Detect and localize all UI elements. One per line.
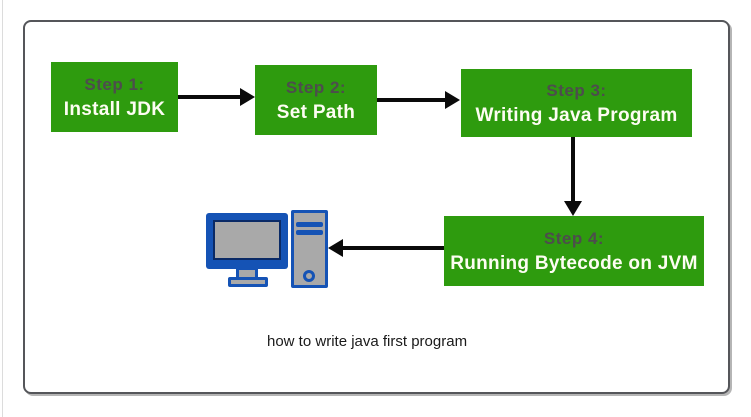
arrow-line bbox=[178, 95, 242, 99]
step-box-set-path: Step 2: Set Path bbox=[255, 65, 377, 135]
step-name-label: Writing Java Program bbox=[475, 104, 678, 126]
step-name-label: Running Bytecode on JVM bbox=[450, 252, 698, 274]
arrow-line bbox=[571, 137, 575, 202]
arrow-head-right-icon bbox=[240, 88, 255, 106]
tower-vent-icon bbox=[296, 230, 323, 235]
step-number-label: Step 3: bbox=[546, 80, 607, 100]
step-name-label: Set Path bbox=[276, 101, 356, 123]
page-left-edge-divider bbox=[2, 0, 3, 417]
arrow-line bbox=[343, 246, 444, 250]
arrow-head-left-icon bbox=[328, 239, 343, 257]
step-box-running-bytecode-jvm: Step 4: Running Bytecode on JVM bbox=[444, 216, 704, 286]
step-box-writing-java-program: Step 3: Writing Java Program bbox=[461, 69, 692, 137]
diagram-caption: how to write java first program bbox=[267, 333, 468, 350]
power-button-icon bbox=[303, 270, 315, 282]
step-number-label: Step 4: bbox=[543, 228, 605, 248]
step-box-install-jdk: Step 1: Install JDK bbox=[51, 62, 178, 132]
arrow-head-right-icon bbox=[445, 91, 460, 109]
tower-vent-icon bbox=[296, 222, 323, 227]
step-name-label: Install JDK bbox=[63, 98, 166, 120]
step-number-label: Step 2: bbox=[285, 77, 347, 97]
monitor-base-icon bbox=[228, 277, 268, 287]
arrow-head-down-icon bbox=[564, 201, 582, 216]
arrow-line bbox=[377, 98, 447, 102]
step-number-label: Step 1: bbox=[84, 74, 145, 94]
monitor-screen-icon bbox=[213, 220, 281, 260]
